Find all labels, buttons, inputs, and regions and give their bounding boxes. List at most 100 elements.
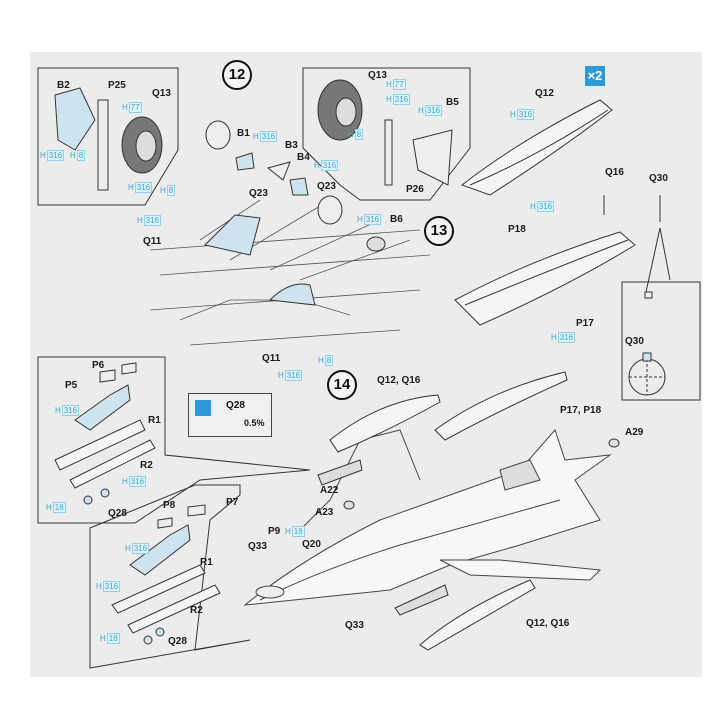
inset-frame-main-gear-left (37, 67, 179, 206)
pylon-r1-b (129, 524, 191, 576)
gear-bay-right (268, 283, 316, 306)
part-label: Q12 (535, 88, 554, 99)
part-label: B1 (237, 128, 250, 139)
quantity-badge: ×2 (585, 66, 605, 86)
part-label: Q12, Q16 (377, 375, 421, 386)
part-a22 (343, 500, 355, 510)
part-label: Q28 (108, 508, 127, 519)
part-label: P9 (268, 526, 281, 537)
part-label: Q30 (649, 173, 668, 184)
wing-underside-outline (149, 199, 431, 346)
inset-frame-main-gear-right (302, 67, 471, 201)
part-label: P25 (108, 80, 126, 91)
inset-frame-pylon-a (37, 356, 311, 524)
part-label: B2 (57, 80, 70, 91)
inset-frame-pylon-b (89, 484, 251, 669)
part-p5 (99, 369, 116, 383)
part-label: P17, P18 (560, 405, 602, 416)
part-b1 (235, 152, 255, 171)
part-label: P7 (226, 497, 239, 508)
tank-lower (419, 579, 536, 651)
tank-upper-right (434, 371, 568, 441)
strut-p25 (97, 99, 109, 191)
rail-r2-a (54, 419, 146, 471)
tank-q12-q16 (460, 99, 613, 196)
part-label: Q11 (143, 236, 162, 247)
part-label: P18 (508, 224, 526, 235)
tank-upper-left (329, 394, 441, 453)
rail-r2-b (111, 564, 206, 614)
part-label: Q13 (152, 88, 171, 99)
part-label: B6 (390, 214, 403, 225)
part-label: Q33 (345, 620, 364, 631)
part-label: Q11 (262, 353, 281, 364)
part-label: Q20 (302, 539, 321, 550)
sanding-icon (195, 400, 211, 416)
part-label: P8 (163, 500, 176, 511)
wheel-assembly-left (205, 120, 231, 150)
part-label: P26 (406, 184, 424, 195)
part-label: Q28 (168, 636, 187, 647)
part-b6 (366, 236, 386, 252)
pylon-upper (317, 459, 363, 486)
part-label: A29 (625, 427, 644, 438)
wheel-nose (317, 195, 343, 225)
tank-p17-p18 (454, 231, 636, 326)
part-label: R1 (148, 415, 161, 426)
step-number-13: 13 (424, 216, 454, 246)
inset-frame-q30-detail (621, 281, 701, 401)
part-label: P17 (576, 318, 594, 329)
part-label: Q33 (248, 541, 267, 552)
part-label: P5 (65, 380, 78, 391)
part-label: Q23 (249, 188, 268, 199)
step-number-12: 12 (222, 60, 252, 90)
sanding-note: Q28 0.5% (188, 393, 272, 437)
part-label: Q30 (625, 336, 644, 347)
part-p8 (157, 517, 173, 529)
part-label: A23 (315, 507, 334, 518)
pylon-r1-a (74, 384, 131, 431)
part-label: R2 (190, 605, 203, 616)
part-label: Q23 (317, 181, 336, 192)
aircraft-airframe (243, 429, 612, 606)
part-label: P6 (92, 360, 105, 371)
pylon-lower (394, 584, 449, 616)
note-part-label: Q28 (226, 400, 245, 411)
part-b4 (289, 177, 309, 196)
strut-p26 (384, 119, 393, 186)
part-label: A22 (320, 485, 339, 496)
part-label: Q16 (605, 167, 624, 178)
part-label: Q13 (368, 70, 387, 81)
part-p7 (187, 504, 206, 517)
door-b2 (54, 87, 96, 151)
gear-bay-left (204, 214, 261, 256)
part-label: B4 (297, 152, 310, 163)
part-b3 (266, 161, 291, 181)
part-label: R1 (200, 557, 213, 568)
part-p6 (121, 362, 137, 375)
